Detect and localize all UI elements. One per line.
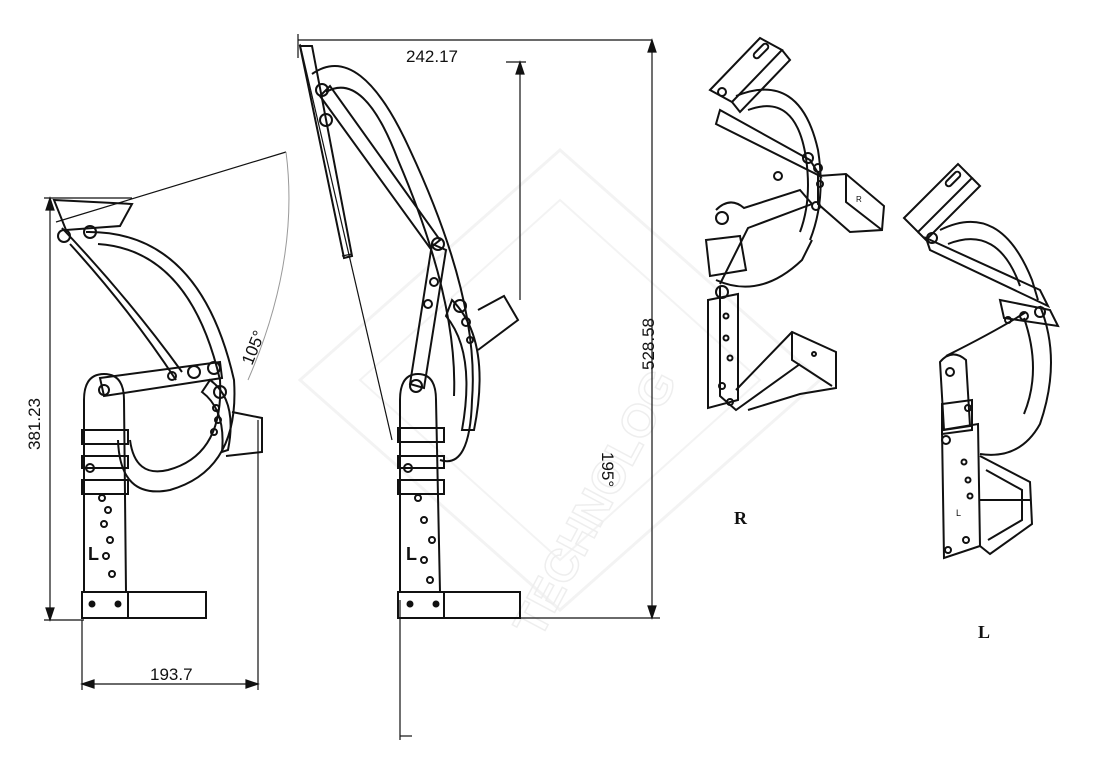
watermark: TECHNOLOG [297, 147, 823, 645]
left-angle-line [55, 151, 290, 381]
left-side-label: L [88, 544, 99, 564]
left-height-dimension [44, 196, 132, 622]
middle-height-label: 528.58 [639, 318, 658, 370]
middle-top-label: 242.17 [406, 47, 458, 66]
iso-left-label: L [978, 622, 990, 642]
left-angle-label: 105° [238, 328, 269, 368]
iso-right-hinge [704, 36, 886, 412]
iso-left-hinge [902, 162, 1060, 560]
middle-hinge-drawing [297, 34, 660, 740]
middle-top-dimension [297, 34, 652, 300]
left-width-dimension [80, 420, 260, 690]
watermark-text: TECHNOLOG [503, 361, 687, 645]
middle-angle-line [299, 43, 393, 441]
middle-vertical-extension [399, 600, 412, 740]
left-height-label: 381.23 [25, 398, 44, 450]
iso-left-plate-mark: L [956, 508, 961, 518]
left-hinge-drawing [44, 151, 290, 690]
iso-right-plate-mark: R [856, 195, 862, 204]
middle-side-label: L [406, 544, 417, 564]
middle-angle-label: 195° [598, 452, 617, 487]
left-width-label: 193.7 [150, 665, 193, 684]
iso-right-label: R [734, 508, 748, 528]
middle-height-dimension [520, 38, 660, 620]
